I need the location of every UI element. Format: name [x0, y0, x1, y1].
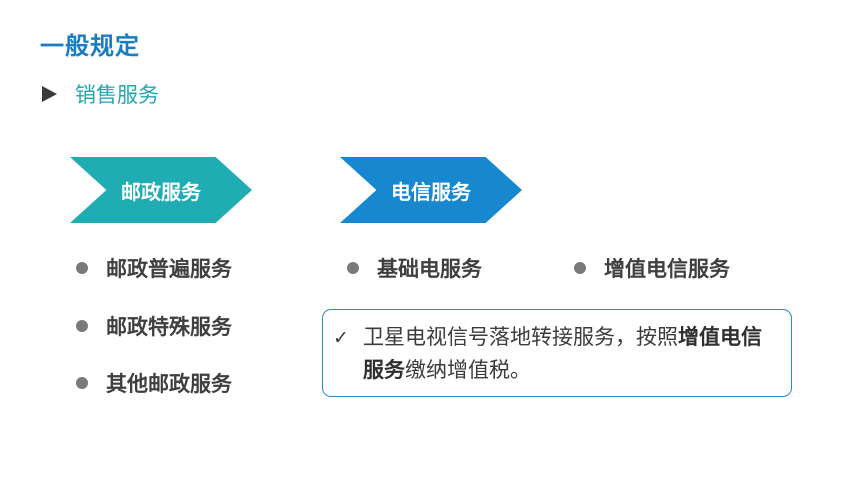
list-item: 增值电信服务 [574, 253, 730, 283]
page-title: 一般规定 [40, 32, 140, 60]
check-icon: ✓ [333, 327, 349, 349]
postal-service-chevron: 邮政服务 [70, 157, 252, 223]
telecom-service-chevron: 电信服务 [340, 157, 522, 223]
list-item: 其他邮政服务 [76, 368, 232, 398]
note-callout: ✓ 卫星电视信号落地转接服务，按照增值电信服务缴纳增值税。 [322, 309, 792, 397]
list-item: 基础电服务 [347, 253, 482, 283]
section-heading: 销售服务 [42, 80, 159, 108]
telecom-item-basic: 基础电服务 [377, 257, 482, 281]
note-text-2: 缴纳增值税。 [405, 358, 531, 382]
bullet-dot-icon [347, 262, 359, 274]
list-item: 邮政普遍服务 [76, 253, 232, 283]
postal-item-universal: 邮政普遍服务 [106, 257, 232, 281]
postal-service-label: 邮政服务 [121, 179, 201, 204]
triangle-right-icon [42, 86, 57, 102]
postal-item-other: 其他邮政服务 [106, 372, 232, 396]
section-label: 销售服务 [75, 83, 159, 107]
telecom-service-label: 电信服务 [391, 179, 471, 204]
list-item: 邮政特殊服务 [76, 311, 232, 341]
note-text-1: 卫星电视信号落地转接服务，按照 [363, 325, 678, 349]
postal-item-special: 邮政特殊服务 [106, 315, 232, 339]
bullet-dot-icon [76, 262, 88, 274]
bullet-dot-icon [574, 262, 586, 274]
bullet-dot-icon [76, 320, 88, 332]
note-bold-term: 增值电信服务 [363, 325, 762, 382]
bullet-dot-icon [76, 377, 88, 389]
telecom-item-value-added: 增值电信服务 [604, 257, 730, 281]
